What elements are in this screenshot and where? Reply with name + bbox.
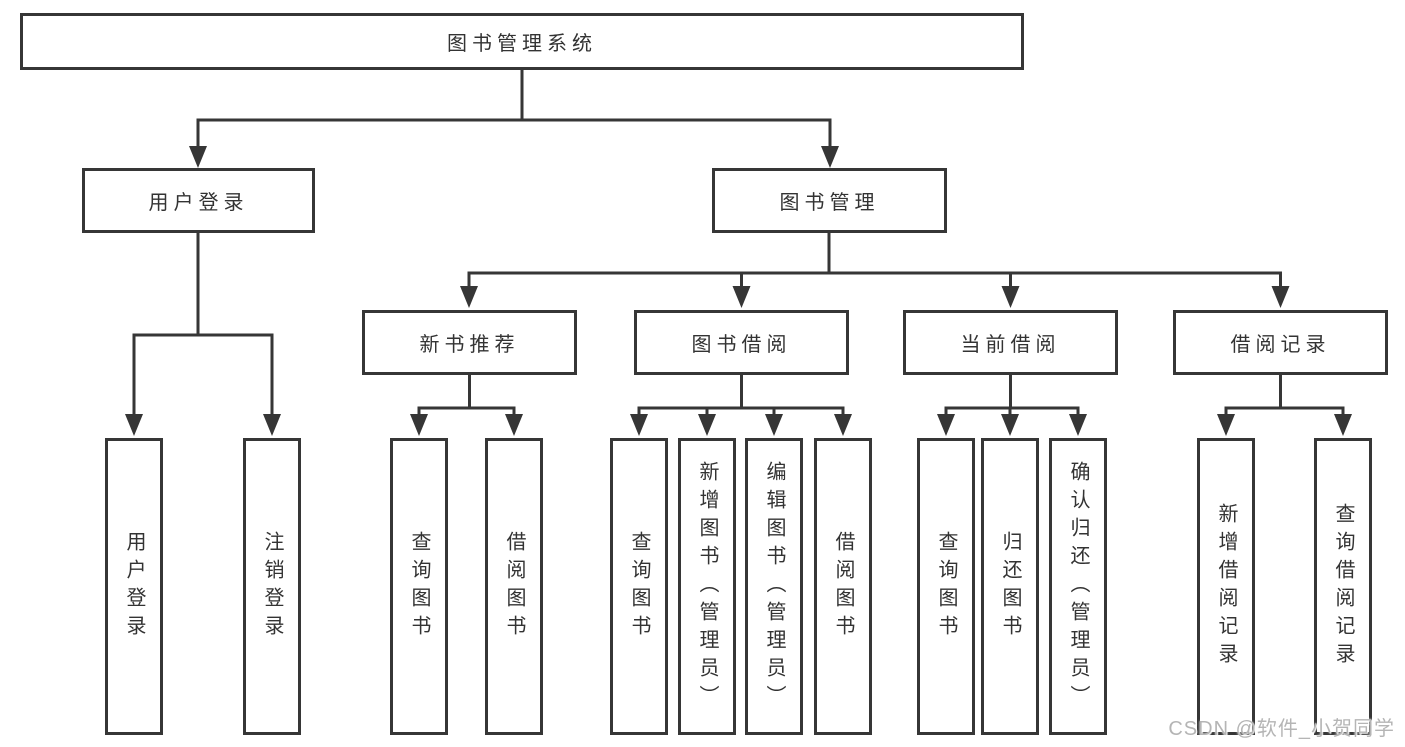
csdn-watermark: CSDN @软件_小贺同学 <box>1168 718 1395 740</box>
leaf-borrow-books: 借阅图书 <box>814 438 872 735</box>
node-label: 图书管理 <box>779 192 880 214</box>
node-label: 借阅图书 <box>832 530 854 643</box>
leaf-add-books-admin: 新增图书（管理员） <box>678 438 736 735</box>
node-label: 新增借阅记录 <box>1215 502 1237 671</box>
leaf-query-books-current: 查询图书 <box>917 438 975 735</box>
node-user-login: 用户登录 <box>82 168 315 233</box>
leaf-borrow-books-recommend: 借阅图书 <box>485 438 543 735</box>
node-label: 注销登录 <box>261 530 283 643</box>
node-label: 借阅图书 <box>503 530 525 643</box>
node-library-management-system: 图书管理系统 <box>20 13 1024 70</box>
node-book-borrowing: 图书借阅 <box>634 310 849 375</box>
leaf-query-books-recommend: 查询图书 <box>390 438 448 735</box>
node-label: 借阅记录 <box>1230 334 1331 356</box>
node-label: 当前借阅 <box>960 334 1061 356</box>
node-current-borrowing: 当前借阅 <box>903 310 1118 375</box>
leaf-confirm-return-admin: 确认归还（管理员） <box>1049 438 1107 735</box>
node-label: 确认归还（管理员） <box>1067 460 1089 713</box>
node-label: 图书管理系统 <box>447 33 597 55</box>
leaf-logout: 注销登录 <box>243 438 301 735</box>
node-label: 图书借阅 <box>691 334 792 356</box>
leaf-add-borrow-record: 新增借阅记录 <box>1197 438 1255 735</box>
node-label: 新增图书（管理员） <box>696 460 718 713</box>
leaf-query-books-borrowing: 查询图书 <box>610 438 668 735</box>
node-label: 归还图书 <box>999 530 1021 643</box>
node-borrowing-records: 借阅记录 <box>1173 310 1388 375</box>
node-label: 查询图书 <box>935 530 957 643</box>
node-label: 编辑图书（管理员） <box>763 460 785 713</box>
node-label: 查询借阅记录 <box>1332 502 1354 671</box>
leaf-user-login: 用户登录 <box>105 438 163 735</box>
node-book-management: 图书管理 <box>712 168 947 233</box>
node-label: 新书推荐 <box>419 334 520 356</box>
node-label: 查询图书 <box>408 530 430 643</box>
node-label: 用户登录 <box>123 530 145 643</box>
node-label: 用户登录 <box>148 192 249 214</box>
node-label: 查询图书 <box>628 530 650 643</box>
node-new-book-recommend: 新书推荐 <box>362 310 577 375</box>
leaf-edit-books-admin: 编辑图书（管理员） <box>745 438 803 735</box>
leaf-query-borrow-record: 查询借阅记录 <box>1314 438 1372 735</box>
leaf-return-books: 归还图书 <box>981 438 1039 735</box>
